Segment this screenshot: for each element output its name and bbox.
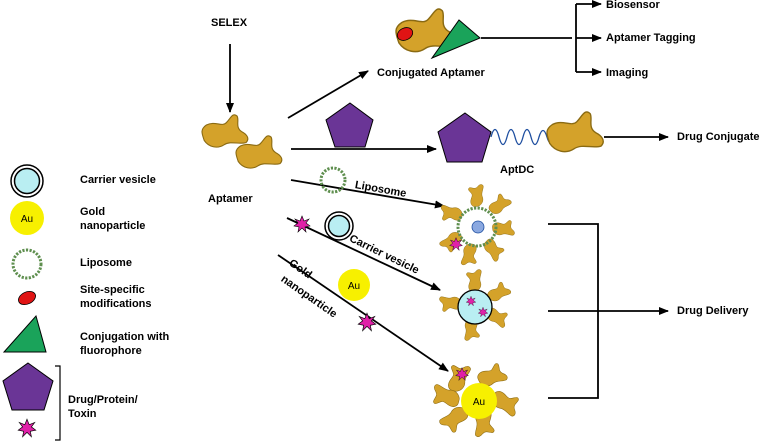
drug-delivery-label: Drug Delivery xyxy=(677,305,749,317)
carrier-vesicle-delivery-particle xyxy=(437,267,513,343)
carrier-vesicle-on-path-icon xyxy=(324,211,354,241)
legend-liposome-label: Liposome xyxy=(80,257,132,269)
pathway-arrows xyxy=(226,0,669,399)
legend-carrier-vesicle-icon xyxy=(10,164,44,198)
legend-drug-label-line1: Drug/Protein/ xyxy=(68,394,138,406)
legend-site-label-line2: modifications xyxy=(80,298,152,310)
legend-modification-icon xyxy=(18,290,36,306)
biosensor-label: Biosensor xyxy=(606,0,660,11)
legend-site-label-line1: Site-specific xyxy=(80,284,145,296)
legend-carrier-vesicle-label: Carrier vesicle xyxy=(80,174,156,186)
conjugated-aptamer-label: Conjugated Aptamer xyxy=(377,67,485,79)
legend-gold-nanoparticle-icon: Au xyxy=(10,201,44,235)
legend-toxin-star-icon xyxy=(17,418,37,438)
legend-drug-pentagon-icon xyxy=(2,362,54,411)
gold-nanoparticle-on-path-icon: Au xyxy=(338,269,370,301)
aptamer-tagging-label: Aptamer Tagging xyxy=(606,32,696,44)
liposome-on-path-icon xyxy=(319,166,347,194)
aptamer-label: Aptamer xyxy=(208,193,253,205)
imaging-label: Imaging xyxy=(606,67,649,79)
conjugated-aptamer-icon xyxy=(395,8,481,60)
path-au-label: Au xyxy=(348,281,360,292)
drug-pentagon-icon xyxy=(325,102,374,148)
particle-au-label: Au xyxy=(473,397,485,408)
liposome-delivery-particle xyxy=(436,182,517,270)
aptdc-conjugate-icon xyxy=(437,111,604,163)
legend-au-label: Au xyxy=(21,214,33,225)
legend-gold-label-line1: Gold xyxy=(80,206,106,218)
legend-drug-label-line2: Toxin xyxy=(68,408,97,420)
legend-conj-label-line2: fluorophore xyxy=(80,345,142,357)
gold-delivery-particle: Au xyxy=(426,358,525,440)
legend-gold-label-line2: nanoparticle xyxy=(80,220,146,232)
legend-conj-label-line1: Conjugation with xyxy=(80,331,170,343)
legend-fluorophore-icon xyxy=(2,314,47,353)
aptdc-label: AptDC xyxy=(500,164,535,176)
drug-conjugate-label: Drug Conjugate xyxy=(677,131,760,143)
aptamer-shapes xyxy=(201,114,283,169)
legend-liposome-icon xyxy=(11,248,43,280)
selex-label: SELEX xyxy=(211,17,248,29)
legend-bracket xyxy=(55,365,61,441)
